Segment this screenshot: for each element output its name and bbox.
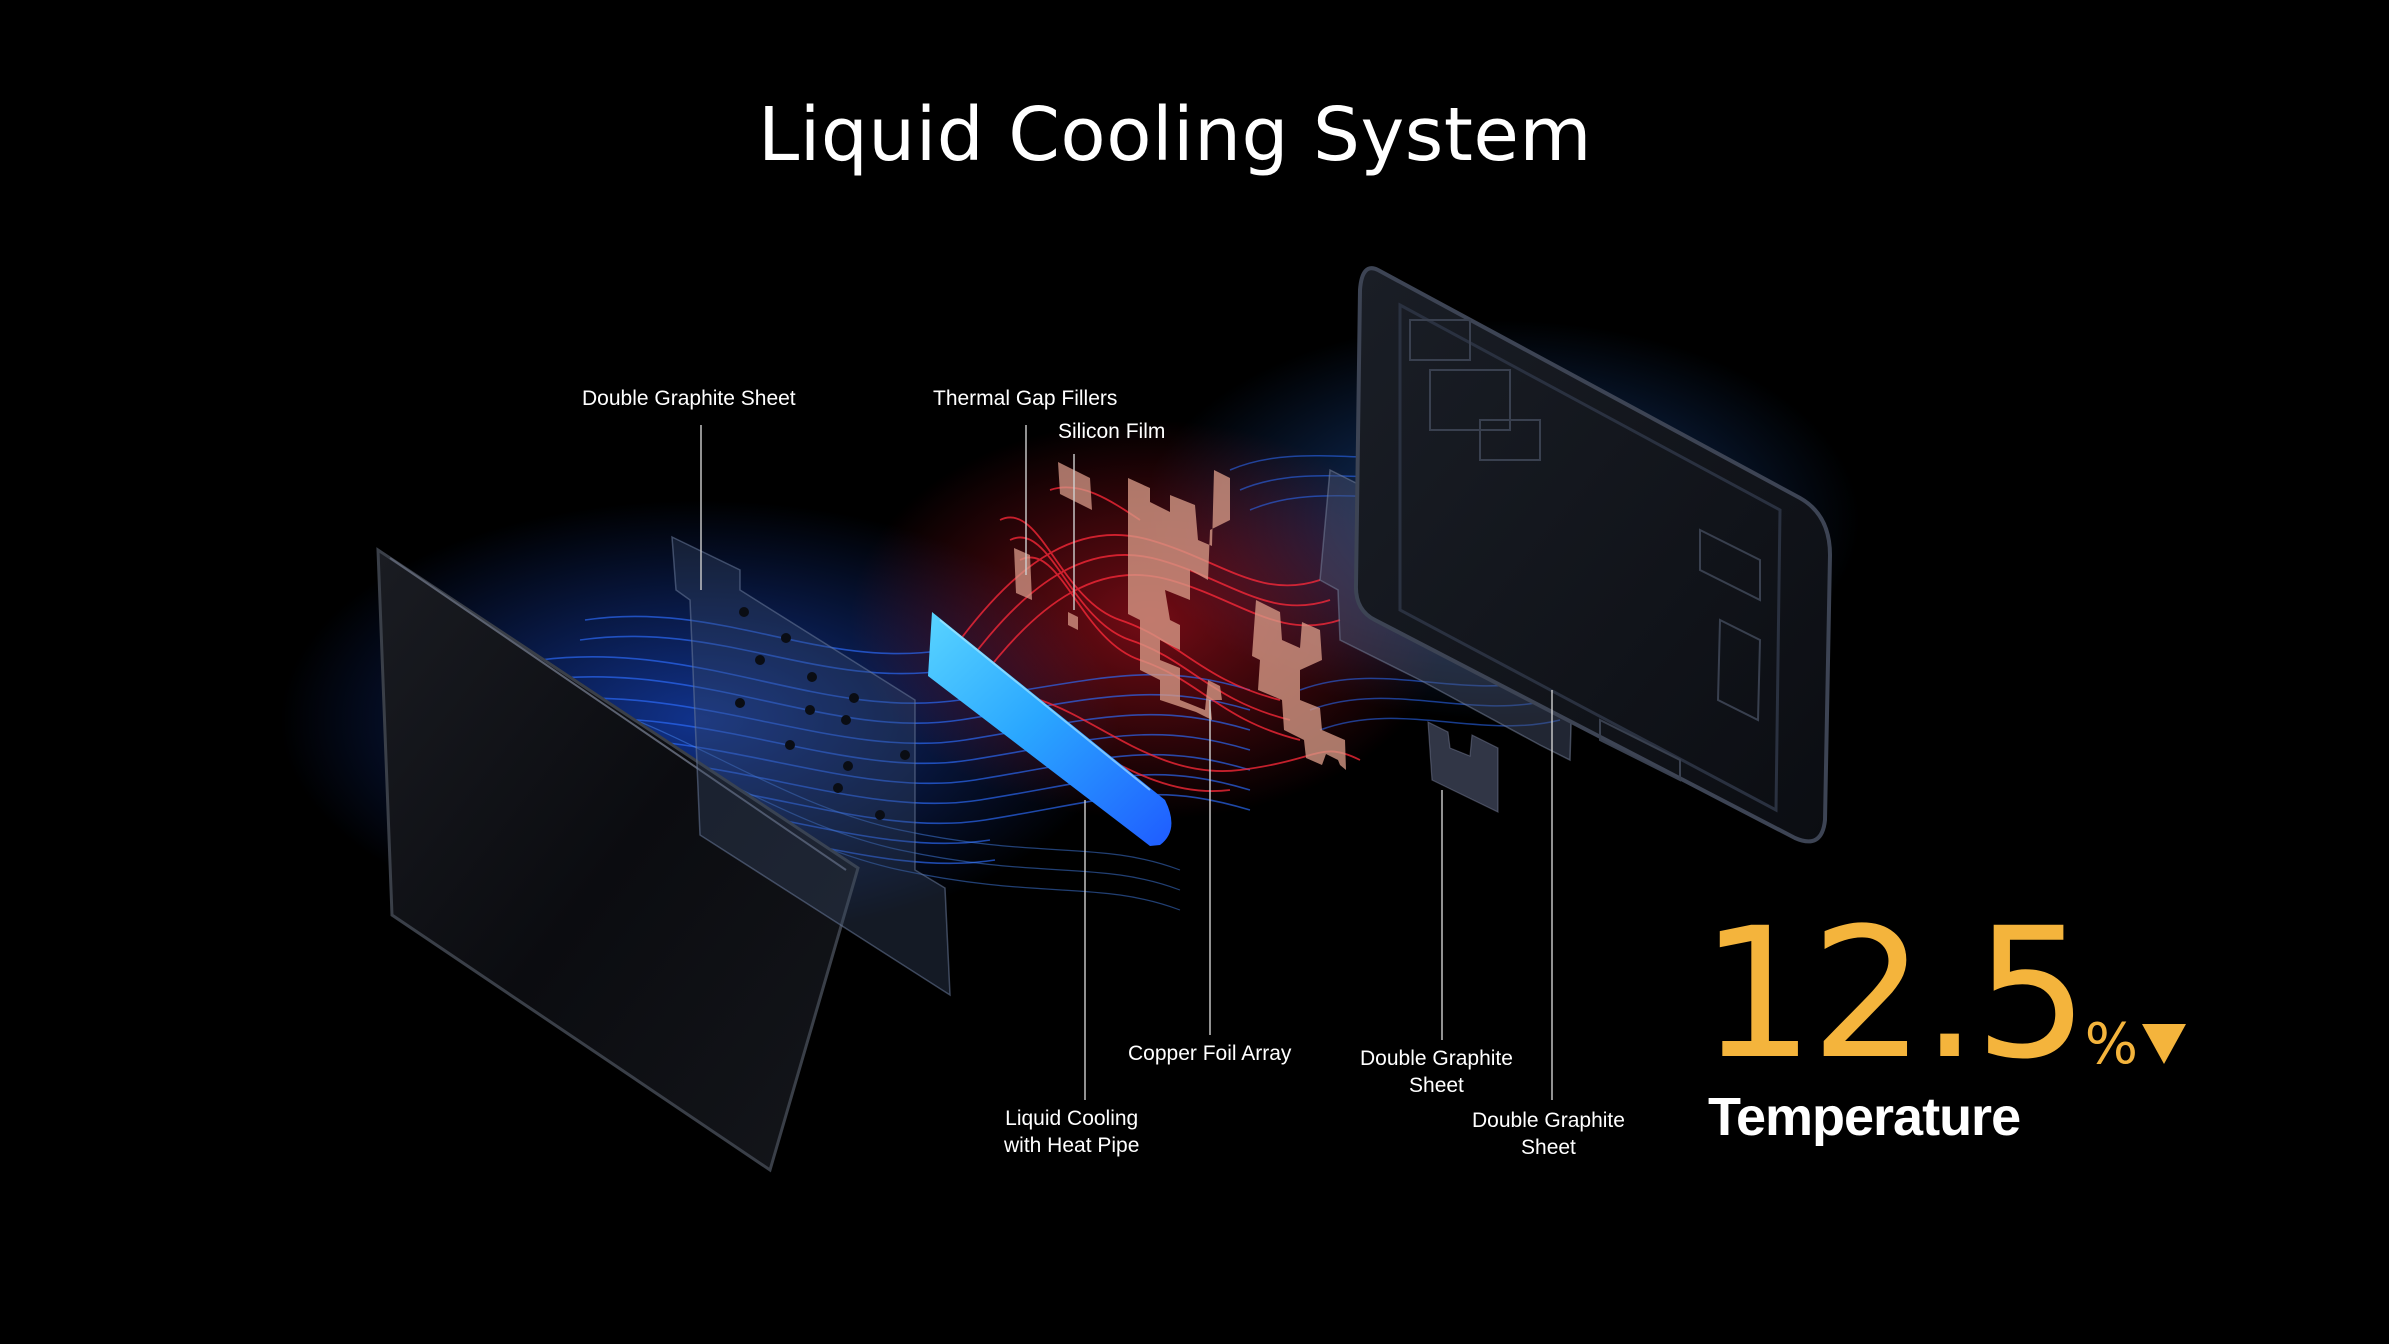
temperature-unit: % — [2084, 1012, 2138, 1077]
heat-pipe — [928, 612, 1172, 846]
label-double-graphite-sheet-2-line1: Double Graphite — [1360, 1047, 1513, 1070]
label-liquid-cooling-line1: Liquid Cooling — [1005, 1107, 1139, 1130]
graphite-sheet-small — [1427, 720, 1499, 813]
temperature-stat: 12.5% — [1700, 905, 2188, 1085]
graphite-sheet-front — [671, 535, 951, 997]
label-silicon-film: Silicon Film — [1058, 420, 1166, 443]
label-liquid-cooling-line2: with Heat Pipe — [1004, 1134, 1140, 1157]
label-double-graphite-sheet-3-line2: Sheet — [1521, 1136, 1576, 1159]
label-double-graphite-sheet: Double Graphite Sheet — [582, 387, 796, 410]
label-thermal-gap-fillers: Thermal Gap Fillers — [933, 387, 1118, 410]
thermal-gap-fillers — [1014, 462, 1092, 630]
label-copper-foil-array: Copper Foil Array — [1128, 1042, 1292, 1065]
leader-lines — [700, 425, 1553, 1100]
copper-foil-array — [1128, 470, 1346, 770]
display-panel — [376, 547, 860, 1173]
label-double-graphite-sheet-2-line2: Sheet — [1409, 1074, 1464, 1097]
temperature-caption: Temperature — [1708, 1087, 2021, 1147]
down-arrow-icon — [2140, 1022, 2188, 1071]
label-double-graphite-sheet-3: Double Graphite Sheet — [1472, 1107, 1625, 1161]
temperature-value: 12.5 — [1700, 890, 2089, 1099]
page-title: Liquid Cooling System — [758, 92, 1592, 178]
label-liquid-cooling: Liquid Cooling with Heat Pipe — [1004, 1105, 1139, 1159]
label-double-graphite-sheet-3-line1: Double Graphite — [1472, 1109, 1625, 1132]
label-double-graphite-sheet-2: Double Graphite Sheet — [1360, 1045, 1513, 1099]
phone-frame — [1353, 266, 1833, 844]
